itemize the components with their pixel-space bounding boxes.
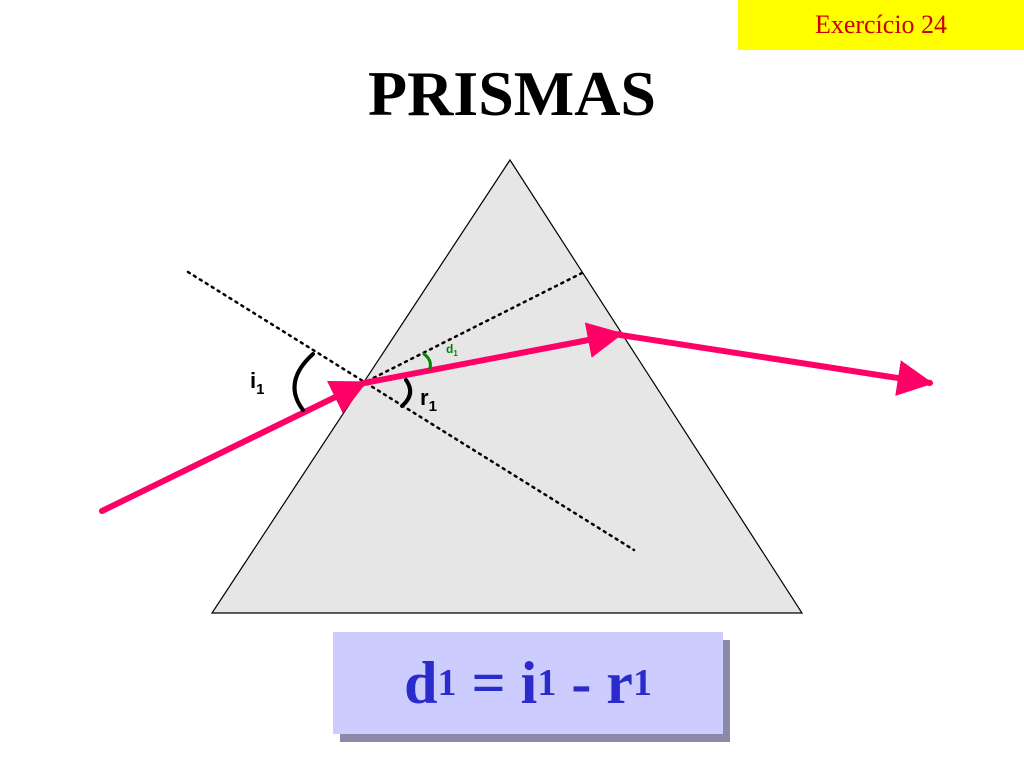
incidence-angle-label: i1 [250, 368, 264, 398]
exercise-badge-label: Exercício 24 [814, 10, 948, 39]
refraction-angle-label: r1 [420, 385, 437, 415]
prism-triangle [210, 158, 804, 614]
exercise-badge: Exercício 24 [738, 0, 1024, 50]
formula-deviation-sub: 1 [437, 662, 457, 704]
formula-incidence: i [520, 649, 538, 716]
refracted-ray [361, 322, 624, 386]
incidence-angle-arc [292, 352, 315, 412]
page-title: PRISMAS [367, 58, 657, 129]
formula-incidence-sub: 1 [537, 662, 557, 704]
formula-deviation: d [404, 649, 438, 716]
incident-ray [99, 380, 368, 514]
formula-refraction: r [606, 649, 633, 716]
refraction-angle-arc [400, 378, 413, 408]
formula-refraction-sub: 1 [632, 662, 652, 704]
deviation-angle-label: d1 [446, 342, 458, 358]
formula-equals: = [456, 649, 521, 716]
deviation-angle-arc [422, 352, 432, 370]
formula-minus: - [556, 649, 607, 716]
emergent-ray [611, 331, 934, 396]
